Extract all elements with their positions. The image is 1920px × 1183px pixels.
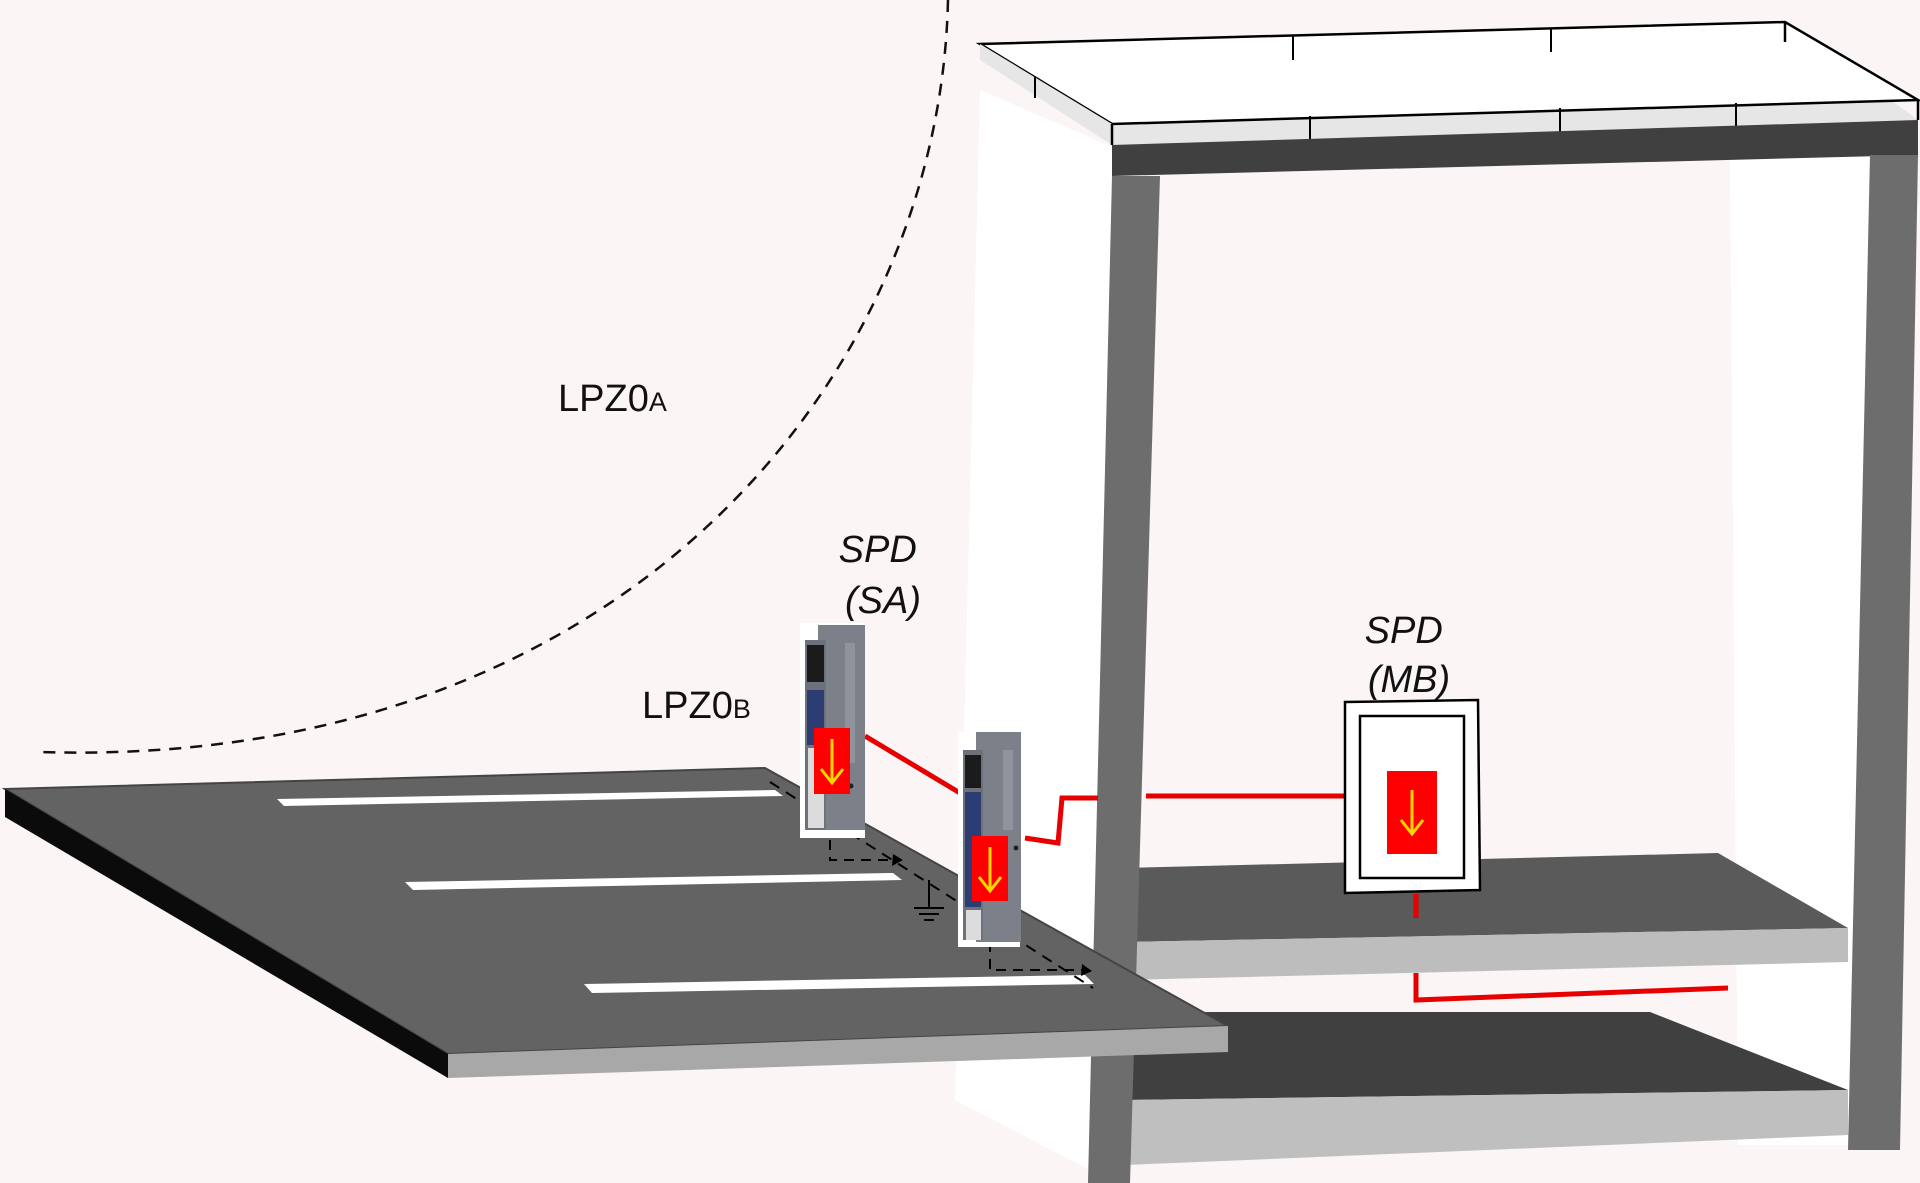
ground-symbol-icon — [914, 880, 944, 921]
upper-floor — [1125, 853, 1848, 942]
grounding-paths — [829, 840, 1082, 971]
charger-icon — [958, 732, 1021, 947]
zone-label-lpz0a: LPZ0A — [558, 378, 667, 420]
lower-floor — [1125, 1012, 1848, 1100]
left-pillar — [1088, 176, 1160, 1183]
spd-mb-label: SPD (MB) — [1365, 610, 1454, 701]
parking-lot — [1, 766, 1232, 1078]
charger-icon — [800, 623, 865, 838]
distribution-box-icon — [1343, 698, 1482, 895]
right-pillar — [1848, 155, 1918, 1150]
spd-sa-label: SPD (SA) — [839, 529, 928, 622]
parking-stripe — [584, 975, 1094, 993]
parking-stripe — [277, 790, 783, 806]
zone-label-lpz0b: LPZ0B — [642, 685, 751, 727]
parking-stripe — [405, 873, 902, 890]
surge-wiring — [863, 733, 1729, 1003]
lpz-boundary — [39, 0, 950, 754]
